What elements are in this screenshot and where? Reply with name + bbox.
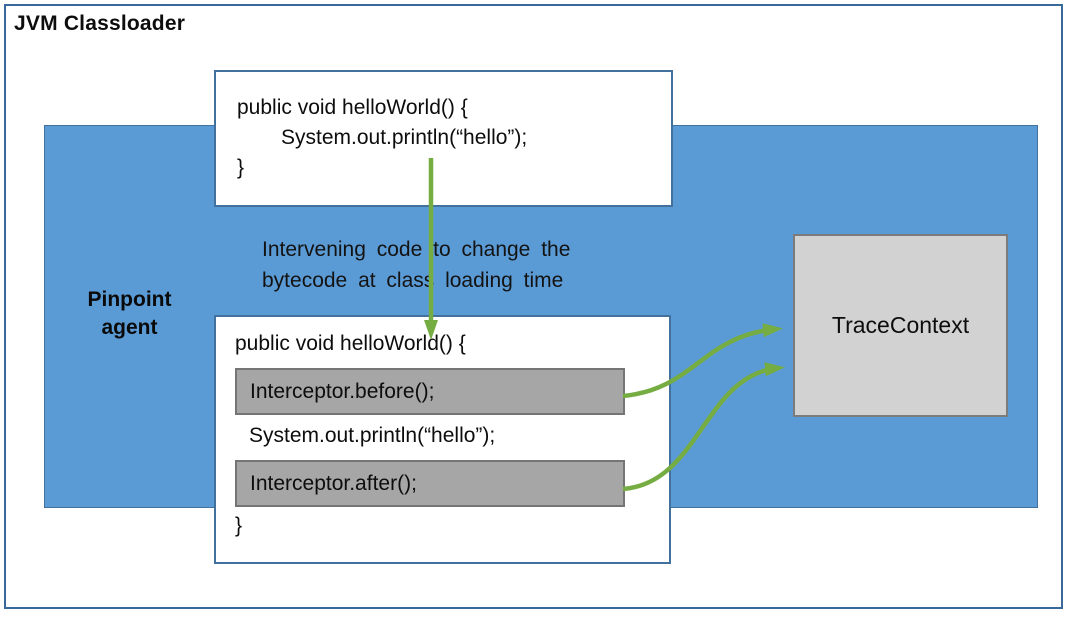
jvm-classloader-title: JVM Classloader [14, 12, 186, 35]
jvm-classloader-frame [4, 4, 1063, 609]
instrumented-code-closing-brace: } [235, 514, 243, 537]
instrumented-code-signature: public void helloWorld() { [235, 332, 466, 355]
bytecode-annotation-line1: Intervening code to change the [262, 238, 571, 261]
instrumented-code-box: public void helloWorld() { Interceptor.b… [214, 315, 671, 564]
original-code-signature: public void helloWorld() { [237, 96, 468, 119]
bytecode-annotation-line2: bytecode at class loading time [262, 269, 564, 292]
pinpoint-agent-label-line2: agent [101, 316, 158, 339]
original-code-closing-brace: } [237, 156, 245, 179]
interceptor-after-label: Interceptor.after(); [250, 472, 417, 495]
bytecode-annotation: Intervening code to change the bytecode … [262, 234, 570, 296]
trace-context-label: TraceContext [831, 312, 970, 338]
pinpoint-agent-label: Pinpoint agent [52, 286, 207, 342]
interceptor-before-bar: Interceptor.before(); [235, 368, 625, 415]
pinpoint-agent-label-line1: Pinpoint [87, 288, 172, 311]
trace-context-box: TraceContext [793, 234, 1008, 417]
interceptor-before-label: Interceptor.before(); [250, 380, 435, 403]
original-code-body: System.out.println(“hello”); [281, 126, 528, 149]
original-code-box: public void helloWorld() { System.out.pr… [214, 70, 673, 207]
instrumented-code-body: System.out.println(“hello”); [249, 424, 496, 447]
interceptor-after-bar: Interceptor.after(); [235, 460, 625, 507]
